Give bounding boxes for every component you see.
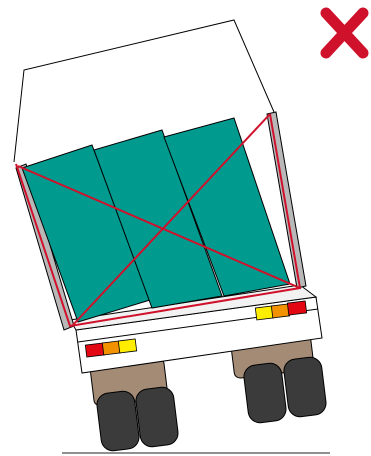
left-wheels [90,358,180,452]
left-light-yellow [118,339,136,353]
right-light-yellow [255,306,273,320]
right-light-orange [271,304,289,318]
left-tire-outer [96,390,141,452]
right-light-red [287,301,306,315]
left-light-orange [102,341,120,355]
right-tire-inner [283,356,328,418]
right-tire-outer [243,362,288,424]
left-tire-inner [135,386,180,448]
left-light-red [85,343,104,357]
cross-icon [326,13,363,53]
